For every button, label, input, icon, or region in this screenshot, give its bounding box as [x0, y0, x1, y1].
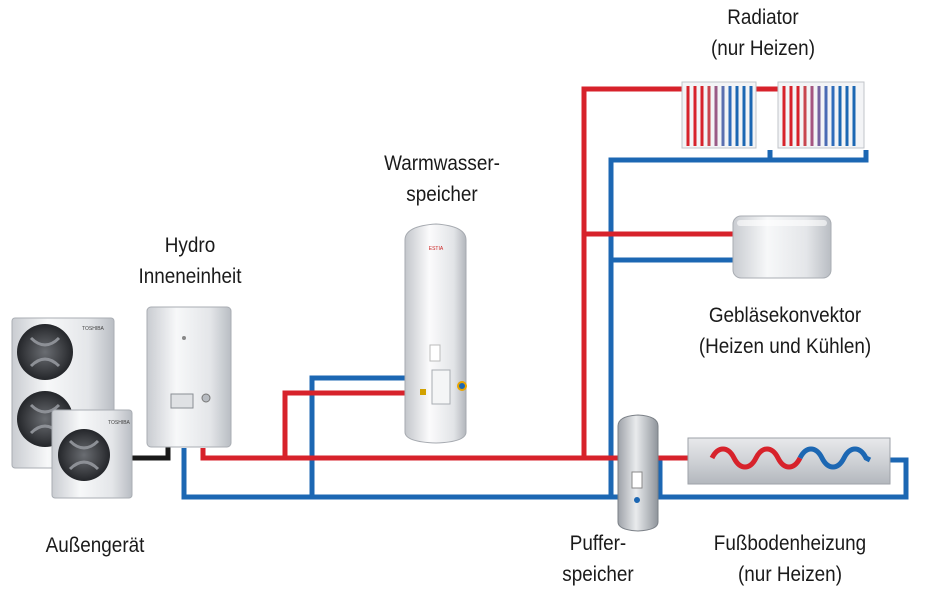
- blue-floor-loop: [657, 457, 909, 500]
- red-riser: [581, 86, 686, 458]
- floor-coil-hot: [709, 446, 803, 470]
- outdoor-badge-front: TOSHIBA: [108, 420, 131, 426]
- gauge-icon: [201, 393, 211, 403]
- fan-coil-unit: [732, 215, 832, 279]
- floor-heating-panel: [687, 437, 891, 485]
- label-outdoor-unit: Außengerät: [45, 534, 145, 557]
- hot-water-tank: ESTIA: [404, 223, 467, 444]
- blue-radiator-2: [770, 150, 869, 163]
- thermostat-knob-icon: [457, 381, 467, 391]
- red-main-flow: [200, 448, 622, 461]
- radiator-left: [681, 81, 757, 149]
- fan-grille-icon: [58, 429, 110, 481]
- label-fan-coil: Gebläsekonvektor (Heizen und Kühlen): [698, 304, 872, 358]
- outdoor-badge-top: TOSHIBA: [82, 326, 105, 332]
- label-hot-water-tank: Warmwasser- speicher: [384, 152, 500, 206]
- blue-riser: [608, 150, 773, 497]
- hydro-indoor-unit: [146, 306, 232, 448]
- outdoor-unit: TOSHIBA TOSHIBA: [11, 317, 133, 499]
- tank-logo: ESTIA: [429, 246, 444, 252]
- outdoor-link-cable: [120, 444, 171, 461]
- label-floor-heating: Fußbodenheizung (nur Heizen): [713, 532, 867, 586]
- radiator-right: [777, 81, 865, 149]
- floor-coil-cold: [797, 446, 872, 470]
- fan-grille-icon: [17, 324, 73, 380]
- buffer-tank: [617, 414, 659, 532]
- red-tank-loop: [282, 390, 405, 458]
- label-hydro-unit: Hydro Inneneinheit: [138, 234, 242, 288]
- blue-tank-loop: [309, 375, 405, 497]
- label-buffer-tank: Puffer- speicher: [562, 532, 634, 586]
- label-radiator: Radiator (nur Heizen): [710, 6, 815, 60]
- blue-main-return: [181, 448, 622, 500]
- flow-pipes: [200, 86, 784, 461]
- control-panel-icon: [170, 393, 194, 409]
